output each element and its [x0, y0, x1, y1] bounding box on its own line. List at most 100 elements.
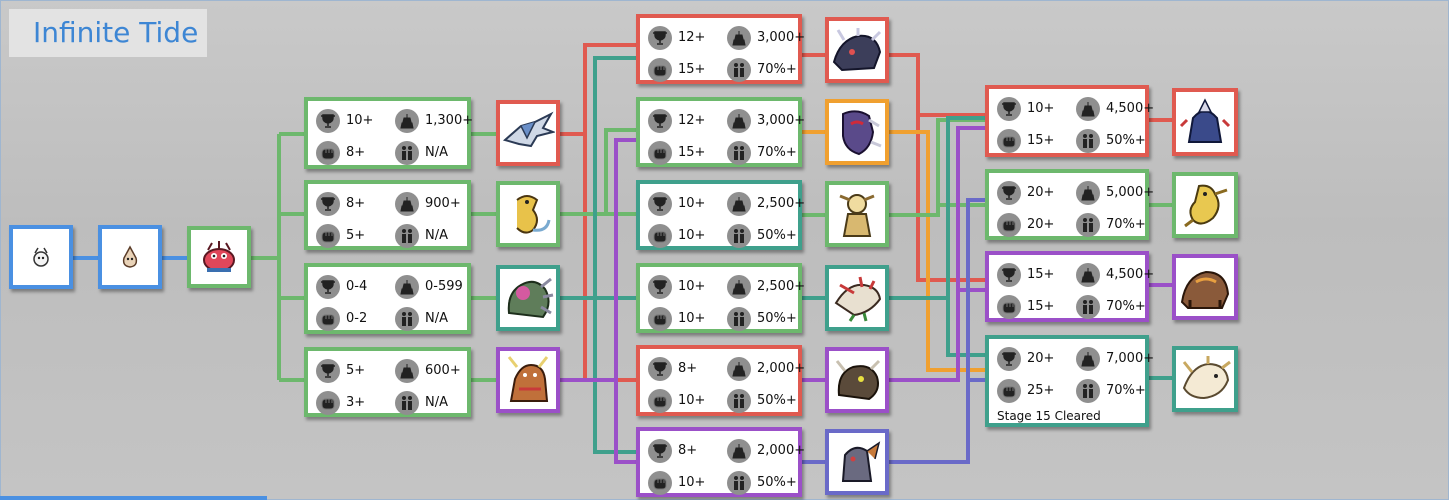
bottom-accent-bar: [0, 496, 267, 500]
level-icon: [727, 439, 751, 463]
rookie-box[interactable]: [187, 226, 251, 288]
team-req: N/A: [425, 145, 448, 160]
link-rookie-to-champion-cards: [251, 132, 304, 382]
digimon-sprite-icon: [203, 241, 235, 272]
requirement-card-g1[interactable]: 10+1,300+8+N/A: [304, 97, 473, 169]
fist-req: 8+: [346, 145, 366, 160]
trophy-icon: [648, 439, 672, 463]
digimon-sprite-icon: [1184, 184, 1228, 228]
stage-note: Stage 15 Cleared: [997, 409, 1101, 423]
team-icon: [1076, 213, 1100, 237]
trophy-req: 15+: [1027, 267, 1055, 282]
link-ultimate-1-to-u3: [916, 115, 985, 282]
requirement-card-g2[interactable]: 8+900+5+N/A: [304, 180, 471, 250]
team-req: 50%+: [757, 311, 797, 326]
level-req: 4,500+: [1106, 101, 1155, 116]
page-title: Infinite Tide: [9, 9, 207, 57]
level-icon: [1076, 347, 1100, 371]
requirement-card-u1[interactable]: 10+4,500+15+50%+: [985, 85, 1154, 157]
ultimate-2-box[interactable]: [825, 99, 889, 165]
digimon-sprite-icon: [1182, 356, 1231, 400]
requirement-card-u4[interactable]: 20+7,000+25+70%+Stage 15 Cleared: [985, 335, 1154, 427]
baby-1-box[interactable]: [9, 225, 73, 289]
fist-icon: [316, 141, 340, 165]
link-champion-1-to-m1: [560, 43, 636, 136]
trophy-req: 5+: [346, 363, 366, 378]
trophy-icon: [316, 192, 340, 216]
mega-4-box[interactable]: [1172, 346, 1238, 412]
requirement-card-m3[interactable]: 10+2,500+10+50%+: [636, 180, 805, 250]
trophy-req: 10+: [678, 196, 706, 211]
trophy-icon: [648, 109, 672, 133]
requirement-card-g4[interactable]: 5+600+3+N/A: [304, 347, 471, 417]
trophy-req: 8+: [678, 443, 698, 458]
link-champion-3-to-m6: [593, 298, 636, 454]
team-icon: [395, 224, 419, 248]
trophy-icon: [997, 97, 1021, 121]
trophy-icon: [648, 275, 672, 299]
trophy-req: 10+: [678, 279, 706, 294]
ultimate-4-box[interactable]: [825, 265, 889, 331]
level-req: 900+: [425, 196, 461, 211]
mega-2-box[interactable]: [1172, 172, 1238, 238]
level-icon: [1076, 263, 1100, 287]
team-icon: [727, 141, 751, 165]
ultimate-3-box[interactable]: [825, 181, 889, 247]
fist-req: 10+: [678, 228, 706, 243]
requirement-card-u2[interactable]: 20+5,000+20+70%+: [985, 169, 1154, 240]
team-icon: [395, 141, 419, 165]
baby-2-box[interactable]: [98, 225, 162, 289]
ultimate-5-box[interactable]: [825, 347, 889, 413]
requirement-card-m6[interactable]: 8+2,000+10+50%+: [636, 427, 805, 497]
team-req: N/A: [425, 395, 448, 410]
team-req: 70%+: [757, 145, 797, 160]
digimon-sprite-icon: [835, 359, 881, 401]
team-req: 70%+: [1106, 383, 1146, 398]
requirement-card-m4[interactable]: 10+2,500+10+50%+: [636, 263, 805, 333]
digimon-sprite-icon: [832, 28, 882, 72]
fist-req: 20+: [1027, 217, 1055, 232]
requirement-card-u3[interactable]: 15+4,500+15+70%+: [985, 251, 1154, 322]
mega-3-box[interactable]: [1172, 254, 1238, 320]
trophy-icon: [648, 26, 672, 50]
team-icon: [727, 58, 751, 82]
trophy-icon: [997, 347, 1021, 371]
level-icon: [395, 275, 419, 299]
requirement-card-m1[interactable]: 12+3,000+15+70%+: [636, 14, 806, 84]
digimon-sprite-icon: [122, 245, 138, 268]
level-req: 7,000+: [1106, 351, 1155, 366]
level-icon: [727, 26, 751, 50]
level-icon: [395, 192, 419, 216]
digimon-sprite-icon: [841, 441, 881, 482]
team-req: N/A: [425, 228, 448, 243]
mega-1-box[interactable]: [1172, 88, 1238, 156]
requirement-card-m5[interactable]: 8+2,000+10+50%+: [636, 345, 805, 416]
level-icon: [395, 359, 419, 383]
fist-icon: [997, 379, 1021, 403]
fist-req: 15+: [678, 62, 706, 77]
digimon-sprite-icon: [842, 110, 882, 156]
ultimate-1-box[interactable]: [825, 17, 889, 83]
digimon-sprite-icon: [839, 194, 875, 237]
link-champion-2-to-m2: [560, 128, 636, 216]
team-req: 50%+: [757, 393, 797, 408]
champion-4-box[interactable]: [496, 347, 560, 413]
requirement-card-m2[interactable]: 12+3,000+15+70%+: [636, 97, 805, 167]
level-req: 3,000+: [757, 30, 806, 45]
ultimate-6-box[interactable]: [825, 429, 889, 495]
digimon-sprite-icon: [834, 276, 882, 322]
fist-icon: [997, 213, 1021, 237]
link-champion-3-to-m1: [593, 56, 636, 298]
champion-2-box[interactable]: [496, 181, 560, 247]
trophy-req: 12+: [678, 113, 706, 128]
champion-3-box[interactable]: [496, 265, 560, 331]
digimon-sprite-icon: [507, 277, 554, 319]
team-req: 70%+: [1106, 299, 1146, 314]
fist-icon: [648, 471, 672, 495]
champion-1-box[interactable]: [496, 100, 560, 166]
team-icon: [727, 307, 751, 331]
fist-icon: [316, 307, 340, 331]
fist-icon: [648, 141, 672, 165]
fist-req: 25+: [1027, 383, 1055, 398]
